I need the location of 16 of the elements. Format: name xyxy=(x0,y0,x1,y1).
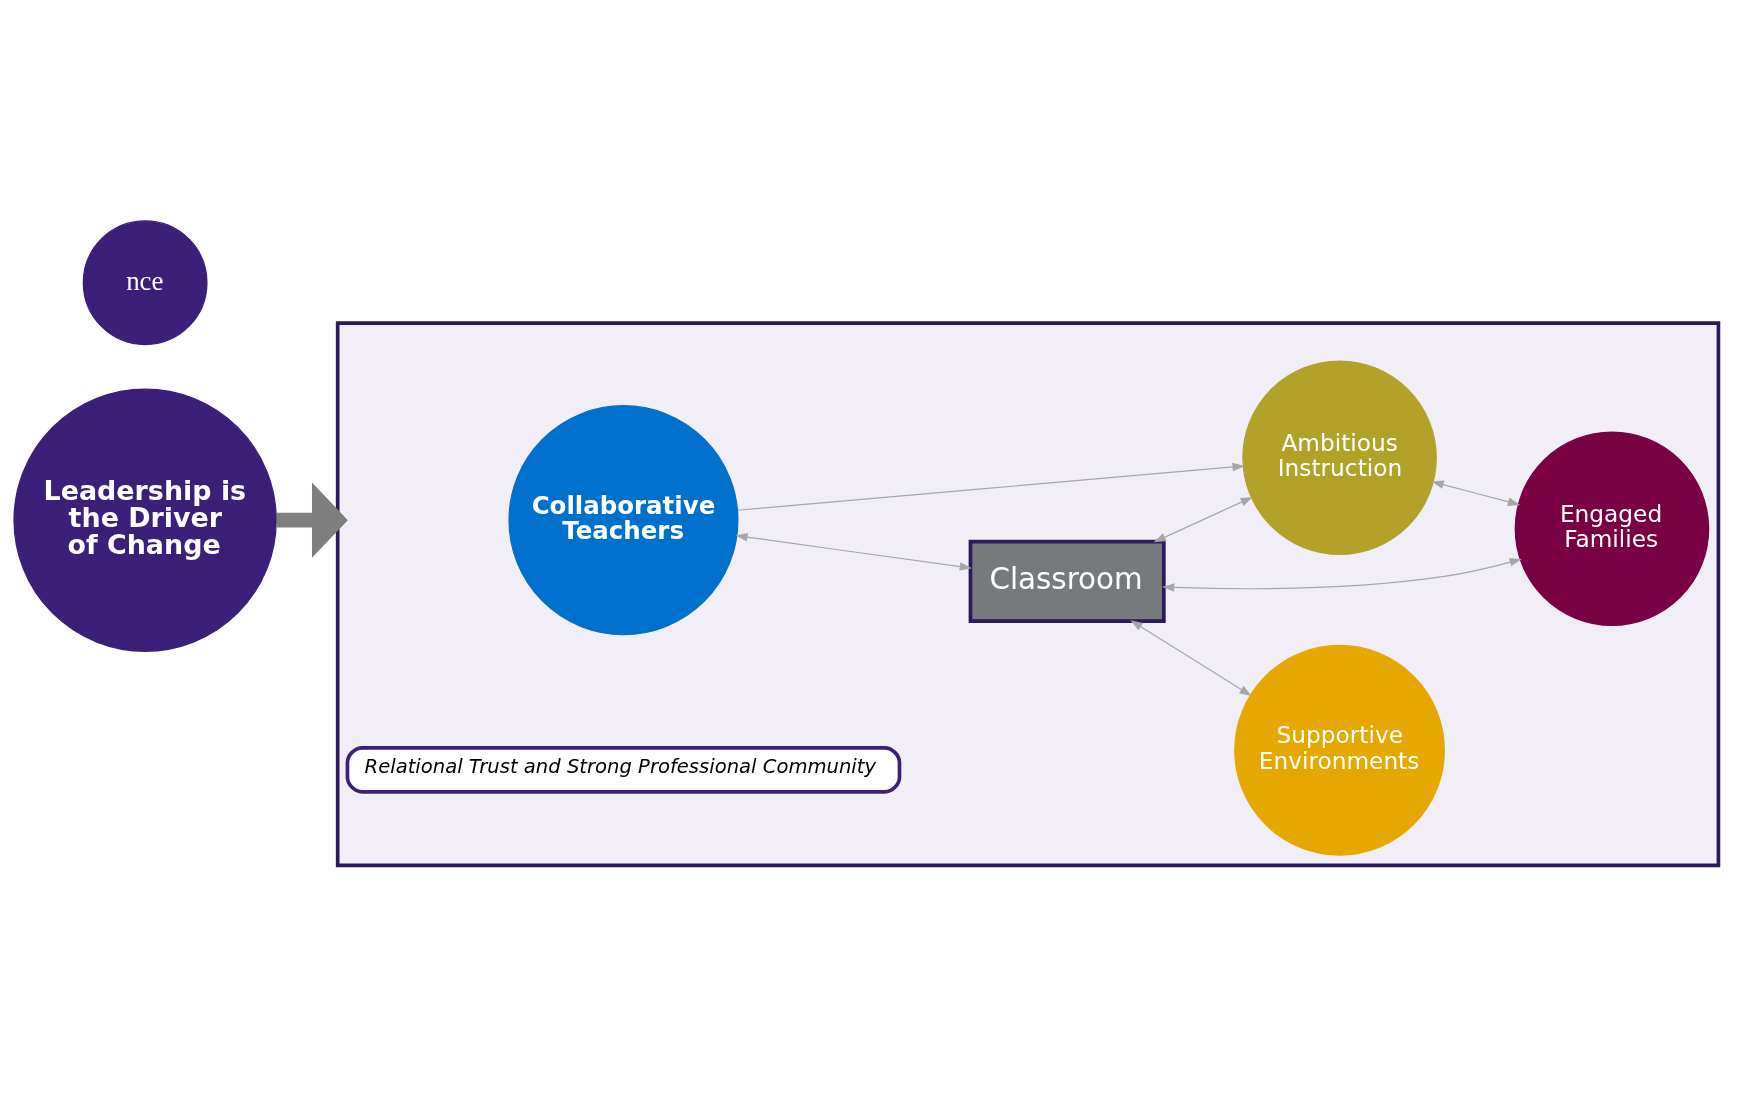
node-circle: Collaborative Teachers xyxy=(508,405,739,636)
node-box: Relational Trust and Strong Professional Community xyxy=(345,745,902,794)
arrow xyxy=(276,482,348,558)
arrow xyxy=(1431,480,1521,506)
node-circle: Ambitious Instruction xyxy=(1242,360,1437,556)
arrow xyxy=(1162,558,1522,592)
arrow xyxy=(737,462,1245,511)
cluster xyxy=(335,321,1721,868)
node-circle: Leadership is the Driver of Change xyxy=(13,388,277,652)
node-box: Classroom xyxy=(968,539,1166,623)
arrow xyxy=(1130,620,1252,697)
node-circle: Supportive Environments xyxy=(1234,644,1445,856)
arrow xyxy=(735,532,972,571)
arrow xyxy=(1153,496,1253,543)
node-circle: Engaged Families xyxy=(1514,431,1710,627)
node-circle: nce xyxy=(82,220,208,346)
